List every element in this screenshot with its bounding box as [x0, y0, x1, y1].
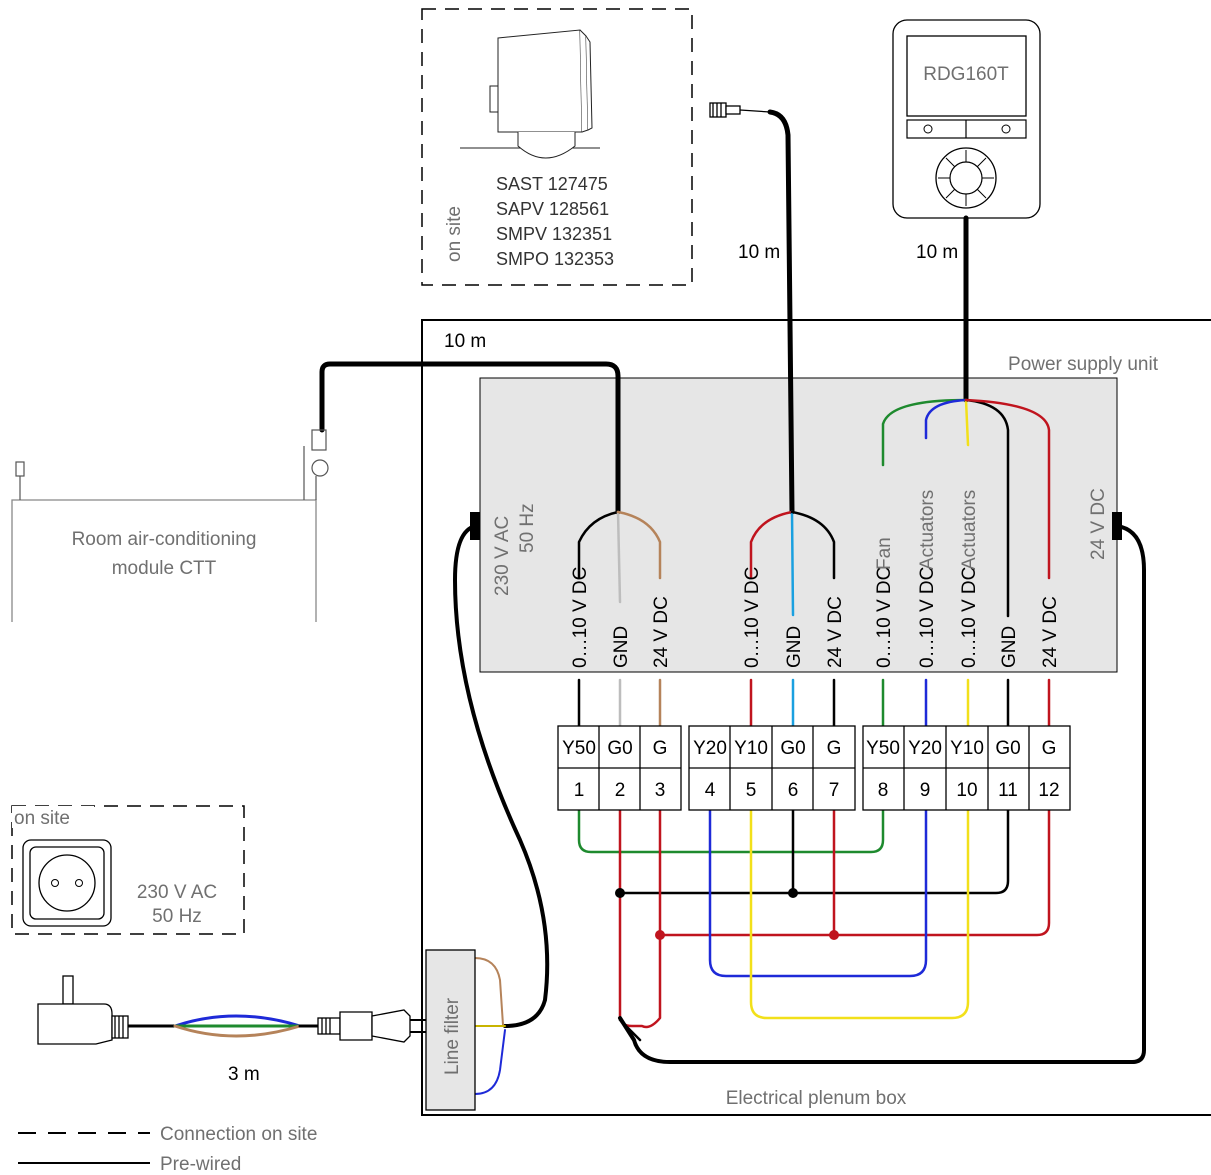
terminal-number: 1: [574, 780, 585, 801]
socket-frequency: 50 Hz: [152, 906, 202, 927]
terminal-code: G: [653, 738, 668, 759]
module-antenna-icon: [15, 461, 25, 500]
plenum-box-outline: [421, 319, 1211, 1116]
wires: [126, 109, 1146, 1095]
terminal-block-c: Y50 Y20 Y10 G0 G 8 9 10 11 12: [862, 725, 1071, 811]
terminal-code: Y50: [866, 738, 900, 759]
plenum-box-label: Electrical plenum box: [726, 1088, 907, 1109]
terminal-number: 8: [878, 780, 889, 801]
module-label-1: Room air-conditioning: [72, 529, 257, 550]
mains-plug-icon: [37, 975, 129, 1045]
line-filter-label: Line filter: [442, 997, 463, 1075]
terminal-number: 9: [920, 780, 931, 801]
thermostat-right-button-icon: [1001, 124, 1011, 134]
psu-label: Power supply unit: [1008, 354, 1159, 375]
legend: Connection on site Pre-wired: [18, 1124, 317, 1175]
thermostat-model: RDG160T: [923, 64, 1009, 85]
terminal-code: Y20: [693, 738, 727, 759]
signal-label: 0…10 V DC: [742, 567, 763, 668]
terminal-code: Y10: [734, 738, 768, 759]
terminal-number: 2: [615, 780, 626, 801]
sensor-connector-icon: [709, 102, 771, 118]
terminal-code: G: [827, 738, 842, 759]
terminal-number: 4: [705, 780, 716, 801]
psu-output-label: 24 V DC: [1088, 488, 1109, 560]
module-sensor-connector-icon: [303, 429, 329, 500]
thermostat-dial-icon: [935, 147, 997, 209]
signal-label: 0…10 V DC: [959, 567, 980, 668]
sensor-onsite-box: on site SAST 127475 SAPV 128561 SMPV 132…: [421, 8, 693, 286]
terminal-code: G0: [780, 738, 805, 759]
psu-output-connector: [1112, 512, 1122, 540]
signal-label: 24 V DC: [825, 596, 846, 668]
signal-label: GND: [611, 626, 632, 668]
iec-connector-icon: [317, 1009, 426, 1043]
terminal-signal-labels: 0…10 V DC GND 24 V DC 0…10 V DC GND 24 V…: [570, 490, 1061, 668]
sensor-model-4: SMPO 132353: [496, 249, 614, 269]
wall-socket-icon: [22, 839, 112, 927]
thermostat-device: RDG160T: [892, 19, 1041, 219]
thermostat-cable-length: 10 m: [916, 242, 958, 263]
signal-label: 24 V DC: [651, 596, 672, 668]
sensor-cable-length: 10 m: [738, 242, 780, 263]
signal-label: 0…10 V DC: [917, 567, 938, 668]
legend-label: Pre-wired: [160, 1154, 241, 1175]
actuators-label: Actuators: [917, 490, 938, 570]
sensor-model-2: SAPV 128561: [496, 199, 609, 219]
terminal-number: 11: [998, 780, 1018, 801]
socket-onsite-label: on site: [14, 808, 70, 829]
terminal-code: Y20: [908, 738, 942, 759]
module-cable-length: 10 m: [444, 331, 486, 352]
terminal-code: Y50: [562, 738, 596, 759]
sensor-model-3: SMPV 132351: [496, 224, 612, 244]
junction-dots: [615, 888, 839, 940]
socket-onsite-box: on site 230 V AC 50 Hz: [11, 805, 245, 935]
air-conditioning-module: Room air-conditioning module CTT: [11, 429, 329, 622]
terminal-number: 7: [829, 780, 840, 801]
terminal-block-b: Y20 Y10 G0 G 4 5 6 7: [688, 725, 856, 811]
signal-label: GND: [784, 626, 805, 668]
terminal-number: 6: [788, 780, 799, 801]
terminal-number: 5: [746, 780, 757, 801]
module-label-2: module CTT: [112, 558, 217, 579]
psu-input-label-1: 230 V AC: [492, 516, 513, 596]
terminal-code: G0: [995, 738, 1020, 759]
signal-label: 0…10 V DC: [570, 567, 591, 668]
line-filter: Line filter: [425, 949, 476, 1111]
signal-label: GND: [999, 626, 1020, 668]
terminal-number: 3: [655, 780, 666, 801]
terminal-block-a: Y50 G0 G 1 2 3: [557, 725, 682, 811]
psu-input-connector: [470, 512, 480, 540]
sensor-model-1: SAST 127475: [496, 174, 608, 194]
legend-label: Connection on site: [160, 1124, 317, 1145]
terminal-code: Y10: [950, 738, 984, 759]
terminal-number: 12: [1038, 780, 1059, 801]
terminal-number: 10: [956, 780, 977, 801]
signal-label: 0…10 V DC: [874, 567, 895, 668]
terminal-code: G: [1042, 738, 1057, 759]
sensor-onsite-label: on site: [444, 206, 465, 262]
socket-voltage: 230 V AC: [137, 882, 217, 903]
terminal-code: G0: [607, 738, 632, 759]
psu-input-label-2: 50 Hz: [517, 503, 538, 553]
actuator-icon: [460, 29, 600, 159]
signal-label: 24 V DC: [1040, 596, 1061, 668]
thermostat-left-button-icon: [923, 124, 933, 134]
actuators-label: Actuators: [959, 490, 980, 570]
plug-cable-length: 3 m: [228, 1064, 260, 1085]
fan-label: Fan: [874, 537, 895, 570]
